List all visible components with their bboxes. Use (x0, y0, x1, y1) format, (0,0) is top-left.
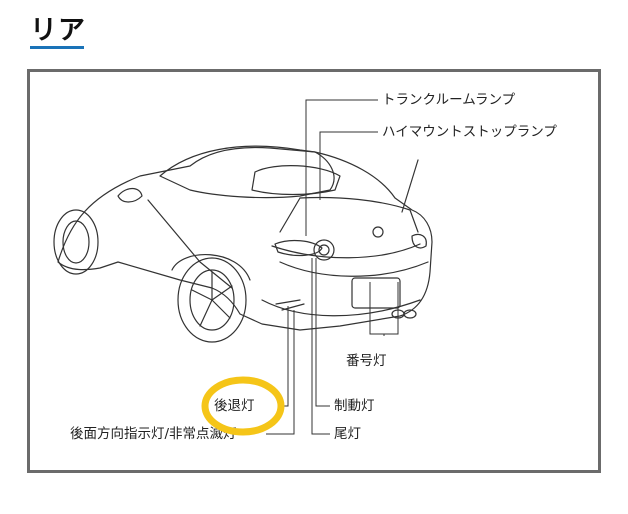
side-mirror (117, 187, 143, 203)
rear-bumper (261, 299, 421, 317)
title-underline (30, 46, 84, 49)
leader-turn-hazard (266, 310, 295, 435)
rear-wheel-rim (189, 269, 235, 331)
diagram-frame (27, 69, 601, 473)
left-tail-light (274, 239, 323, 257)
label-high-mount-stop-lamp: ハイマウントストップランプ (382, 124, 557, 140)
car-roof (159, 145, 335, 199)
rear-diffuser (275, 299, 305, 311)
label-trunk-room-lamp: トランクルームランプ (382, 92, 516, 108)
left-tail-light-ring (313, 239, 335, 261)
exhaust-right (403, 309, 417, 319)
leader-high-mount-stop-lamp (319, 131, 378, 200)
rear-emblem (372, 226, 384, 238)
section-title: リア (30, 15, 86, 46)
rear-wheel (177, 257, 247, 343)
rear-wheel-spokes (191, 271, 233, 327)
left-tail-light-inner (318, 244, 330, 256)
leader-trunk-room-lamp (305, 99, 378, 236)
rear-fender (171, 253, 251, 281)
car-illustration (53, 145, 433, 343)
leader-brake-lamp (315, 258, 330, 407)
right-tail-light (411, 233, 427, 249)
label-brake-lamp: 制動灯 (334, 398, 375, 414)
leader-tail-lamp (311, 258, 330, 435)
label-backup-lamp: 後退灯 (214, 398, 255, 414)
trunk-deck (279, 196, 419, 233)
front-wheel (53, 209, 99, 275)
rear-window (251, 165, 341, 196)
highlight-ring (201, 376, 285, 436)
leader-backup-lamp (278, 306, 289, 407)
front-wheel-rim (62, 220, 90, 264)
license-plate-recess (351, 277, 401, 309)
car-body-outline (57, 146, 433, 331)
label-license-plate-lamp: 番号灯 (346, 353, 387, 369)
rear-fascia (271, 243, 429, 277)
leader-lines (266, 99, 399, 435)
door-line (147, 199, 233, 289)
label-rear-turn-hazard: 後面方向指示灯/非常点滅灯 (70, 426, 237, 442)
antenna (401, 159, 419, 213)
label-tail-lamp: 尾灯 (334, 426, 361, 442)
